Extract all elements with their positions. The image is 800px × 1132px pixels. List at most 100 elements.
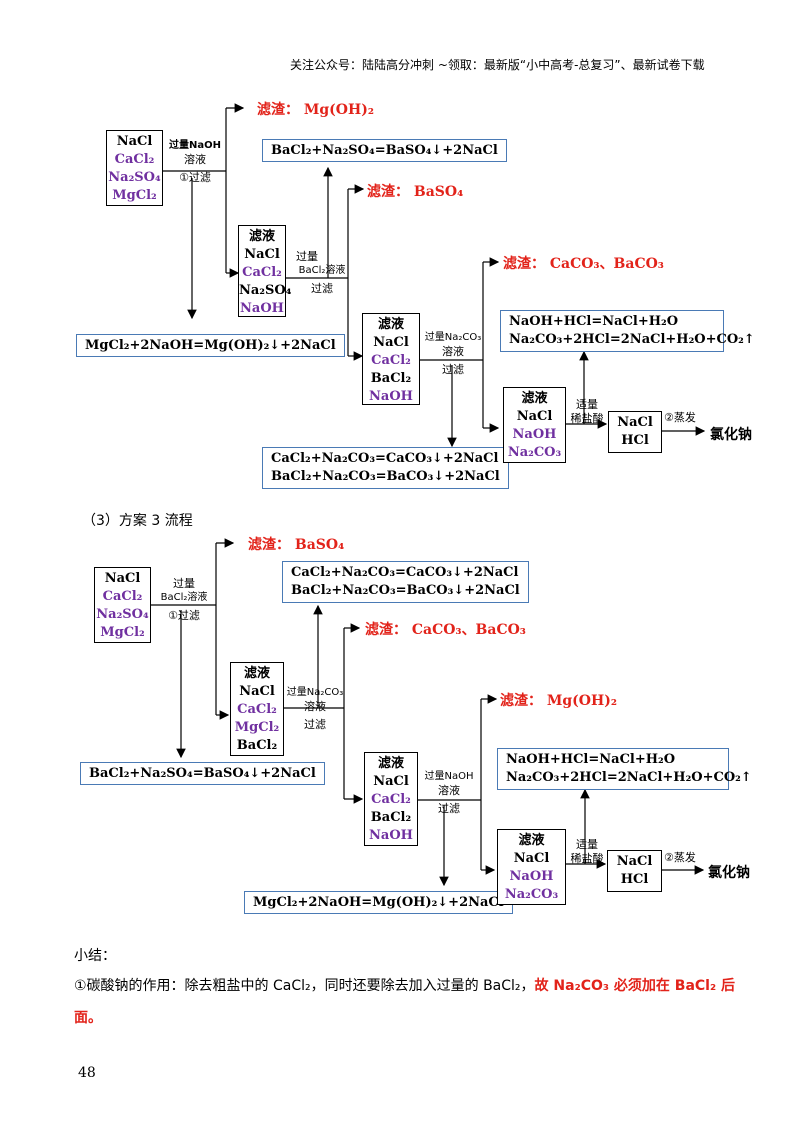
s2-filtrate2-box: 滤液 NaCl CaCl₂ BaCl₂ NaOH <box>362 313 420 405</box>
s2-f1-na2so4: Na₂SO₄ <box>239 283 292 298</box>
s3-step2-reagent2: 溶液 <box>304 700 326 713</box>
s2-f3-nacl: NaCl <box>516 409 553 424</box>
s3-start-mgcl2: MgCl₂ <box>100 625 145 640</box>
s2-start-na2so4: Na₂SO₄ <box>108 170 161 185</box>
s3-step3-reagent2: 溶液 <box>438 784 460 797</box>
s3-residue3: 滤渣： Mg(OH)₂ <box>500 693 617 709</box>
s3-f3-naoh: NaOH <box>509 869 554 884</box>
s2-residue2: 滤渣： BaSO₄ <box>367 184 464 200</box>
s3-f2-naoh: NaOH <box>369 828 413 843</box>
s2-step3-reagent: 过量Na₂CO₃ <box>424 332 482 343</box>
page-header: 关注公众号：陆陆高分冲刺 ~领取：最新版“小中高考-总复习”、最新试卷下载 <box>290 58 705 72</box>
s2-eq3b: BaCl₂+Na₂CO₃=BaCO₃↓+2NaCl <box>271 469 500 484</box>
s3-f2-cacl2: CaCl₂ <box>371 792 411 807</box>
summary-line1-plain: ①碳酸钠的作用：除去粗盐中的 CaCl₂，同时还要除去加入过量的 BaCl₂， <box>74 978 535 994</box>
s2-f1-nacl: NaCl <box>244 247 280 262</box>
s3-f1-cacl2: CaCl₂ <box>237 702 277 717</box>
s2-eq3: CaCl₂+Na₂CO₃=CaCO₃↓+2NaCl BaCl₂+Na₂CO₃=B… <box>262 447 509 489</box>
s3-filtrate2-title: 滤液 <box>377 756 404 771</box>
s2-step4-reagent2: 稀盐酸 <box>570 412 604 425</box>
s2-filtrate3-box: 滤液 NaCl NaOH Na₂CO₃ <box>503 387 566 463</box>
s2-step1-action: ①过滤 <box>179 171 211 184</box>
section-title-scheme3: （3）方案 3 流程 <box>82 513 193 529</box>
s2-f2-naoh: NaOH <box>369 389 413 404</box>
s2-filtrate1-title: 滤液 <box>248 229 275 244</box>
s2-step2-reagent: 过量 <box>296 250 318 263</box>
s3-final-box: NaCl HCl <box>607 850 662 892</box>
s3-eq4: NaOH+HCl=NaCl+H₂O Na₂CO₃+2HCl=2NaCl+H₂O+… <box>497 748 752 790</box>
s3-residue1: 滤渣： BaSO₄ <box>248 537 345 553</box>
s2-step5-label: ②蒸发 <box>664 411 696 424</box>
s3-eq4b: Na₂CO₃+2HCl=2NaCl+H₂O+CO₂↑ <box>506 770 752 785</box>
page-number: 48 <box>78 1065 96 1081</box>
s2-f2-nacl: NaCl <box>373 335 409 350</box>
s3-step4-reagent: 适量 <box>576 838 598 851</box>
s2-step4-reagent: 适量 <box>576 398 598 411</box>
s3-step4-reagent2: 稀盐酸 <box>570 852 604 865</box>
s3-f1-mgcl2: MgCl₂ <box>234 720 280 735</box>
s2-eq4: NaOH+HCl=NaCl+H₂O Na₂CO₃+2HCl=2NaCl+H₂O+… <box>500 310 755 352</box>
s3-f2-bacl2: BaCl₂ <box>370 810 412 825</box>
s2-step2-label: 过量 BaCl₂溶液 过滤 <box>296 250 348 296</box>
s2-f2-bacl2: BaCl₂ <box>370 371 412 386</box>
s2-eq4b: Na₂CO₃+2HCl=2NaCl+H₂O+CO₂↑ <box>509 332 755 347</box>
s2-step2-action: 过滤 <box>311 282 333 295</box>
s3-filtrate2-box: 滤液 NaCl CaCl₂ BaCl₂ NaOH <box>364 752 418 846</box>
s2-final-hcl: HCl <box>621 433 649 448</box>
s3-f1-nacl: NaCl <box>239 684 275 699</box>
s3-step5-label: ②蒸发 <box>664 851 696 864</box>
s2-step3-label: 过量Na₂CO₃ 溶液 过滤 <box>422 331 484 377</box>
s3-product: 氯化钠 <box>708 865 750 881</box>
s3-step2-label: 过量Na₂CO₃ 溶液 过滤 <box>284 686 346 732</box>
s2-final-nacl: NaCl <box>617 415 653 430</box>
s3-step2-action: 过滤 <box>304 718 326 731</box>
s3-start-cacl2: CaCl₂ <box>102 589 143 604</box>
s3-f3-nacl: NaCl <box>513 851 550 866</box>
s3-eq2: CaCl₂+Na₂CO₃=CaCO₃↓+2NaCl BaCl₂+Na₂CO₃=B… <box>282 561 529 603</box>
s2-residue1: 滤渣： Mg(OH)₂ <box>257 102 374 118</box>
s3-filtrate3-title: 滤液 <box>518 833 545 848</box>
s3-f3-na2co3: Na₂CO₃ <box>504 887 559 902</box>
s2-f3-na2co3: Na₂CO₃ <box>507 445 562 460</box>
s3-eq2a: CaCl₂+Na₂CO₃=CaCO₃↓+2NaCl <box>291 565 519 580</box>
summary-line1: ①碳酸钠的作用：除去粗盐中的 CaCl₂，同时还要除去加入过量的 BaCl₂，故… <box>74 975 735 995</box>
s3-f2-nacl: NaCl <box>373 774 409 789</box>
s3-start-nacl: NaCl <box>104 571 141 586</box>
summary-line1-red: 故 Na₂CO₃ 必须加在 BaCl₂ 后 <box>534 978 735 994</box>
s3-start-box: NaCl CaCl₂ Na₂SO₄ MgCl₂ <box>94 567 151 643</box>
s2-eq2: BaCl₂+Na₂SO₄=BaSO₄↓+2NaCl <box>262 139 507 162</box>
s2-product: 氯化钠 <box>710 427 752 443</box>
s2-start-nacl: NaCl <box>116 134 153 149</box>
s3-step3-action: 过滤 <box>438 802 460 815</box>
s2-start-mgcl2: MgCl₂ <box>112 188 157 203</box>
s3-filtrate1-box: 滤液 NaCl CaCl₂ MgCl₂ BaCl₂ <box>230 662 284 756</box>
s3-eq2b: BaCl₂+Na₂CO₃=BaCO₃↓+2NaCl <box>291 583 520 598</box>
s2-residue3: 滤渣： CaCO₃、BaCO₃ <box>503 256 664 272</box>
s3-step1-reagent2: BaCl₂溶液 <box>160 592 208 603</box>
s2-step3-action: 过滤 <box>442 363 464 376</box>
s3-step1-action: ①过滤 <box>168 609 200 622</box>
s2-filtrate1-box: 滤液 NaCl CaCl₂ Na₂SO₄ NaOH <box>238 225 292 317</box>
s2-start-cacl2: CaCl₂ <box>114 152 155 167</box>
s2-eq1: MgCl₂+2NaOH=Mg(OH)₂↓+2NaCl <box>76 334 345 357</box>
s2-final-box: NaCl HCl <box>608 411 662 453</box>
s2-filtrate2-title: 滤液 <box>377 317 404 332</box>
s3-eq1: BaCl₂+Na₂SO₄=BaSO₄↓+2NaCl <box>80 762 325 785</box>
s2-step4-label: 适量 稀盐酸 <box>566 398 608 426</box>
s3-filtrate3-box: 滤液 NaCl NaOH Na₂CO₃ <box>497 829 566 905</box>
s2-f1-naoh: NaOH <box>240 301 284 316</box>
summary-label: 小结： <box>74 948 116 964</box>
s2-eq3a: CaCl₂+Na₂CO₃=CaCO₃↓+2NaCl <box>271 451 499 466</box>
s3-f1-bacl2: BaCl₂ <box>236 738 278 753</box>
s3-eq3: MgCl₂+2NaOH=Mg(OH)₂↓+2NaCl <box>244 891 513 914</box>
s3-start-na2so4: Na₂SO₄ <box>96 607 149 622</box>
summary-line2: 面。 <box>74 1010 102 1026</box>
s2-step1-reagent: 过量NaOH <box>169 140 221 151</box>
s2-start-box: NaCl CaCl₂ Na₂SO₄ MgCl₂ <box>106 130 163 206</box>
s2-f2-cacl2: CaCl₂ <box>371 353 411 368</box>
s2-step3-reagent2: 溶液 <box>442 345 464 358</box>
s3-filtrate1-title: 滤液 <box>243 666 270 681</box>
s3-step2-reagent: 过量Na₂CO₃ <box>286 687 344 698</box>
s2-step2-reagent2: BaCl₂溶液 <box>298 265 346 276</box>
